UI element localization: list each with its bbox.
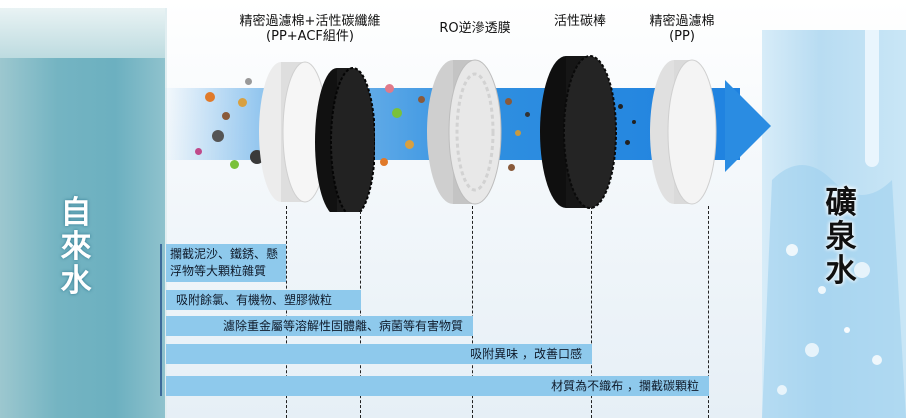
stage-4-header: 精密過濾棉 (PP) (632, 14, 732, 44)
carbon-rod-icon (540, 55, 617, 209)
guide-line-3 (472, 206, 473, 418)
function-bar-5: 材質為不織布 ，攔截碳顆粒 (166, 376, 709, 396)
stage-2-name: RO逆滲透膜 (439, 21, 511, 36)
tap-water-label: 自來水 (60, 195, 92, 299)
stage-1-name: 精密過濾棉+活性碳纖維 (239, 14, 381, 29)
function-bar-3: 濾除重金屬等溶解性固體離、病菌等有害物質 (166, 316, 473, 336)
mineral-water-label: 礦泉水 (825, 185, 857, 289)
stage-3-header: 活性碳棒 (540, 14, 620, 29)
function-bar-rule (160, 244, 162, 396)
pp-acf-filter-icon (259, 61, 375, 212)
flow-arrow-icon (725, 80, 771, 172)
guide-line-2 (360, 206, 361, 418)
stage-4-sub: (PP) (669, 29, 695, 44)
guide-line-4 (591, 206, 592, 418)
guide-line-1 (286, 206, 287, 418)
mineral-water-glass (762, 23, 906, 418)
stage-1-sub: (PP+ACF組件) (266, 29, 354, 44)
tap-water-glass-rim (0, 8, 165, 58)
water-splash-icon (762, 23, 906, 418)
function-bar-2: 吸附餘氯、有機物、塑膠微粒 (166, 290, 361, 310)
function-bar-4: 吸附異味 ，改善口感 (166, 344, 592, 364)
pp-cotton-filter-icon (650, 59, 717, 205)
stage-3-name: 活性碳棒 (553, 14, 606, 29)
stage-4-name: 精密過濾棉 (649, 14, 715, 29)
stage-1-header: 精密過濾棉+活性碳纖維 (PP+ACF組件) (230, 14, 390, 44)
ro-membrane-icon (427, 59, 502, 205)
guide-line-5 (708, 206, 709, 418)
stage-2-header: RO逆滲透膜 (415, 21, 535, 36)
function-bar-1: 攔截泥沙、鐵銹、懸浮物等大顆粒雜質 (166, 244, 286, 282)
tap-water-glass (0, 8, 167, 418)
